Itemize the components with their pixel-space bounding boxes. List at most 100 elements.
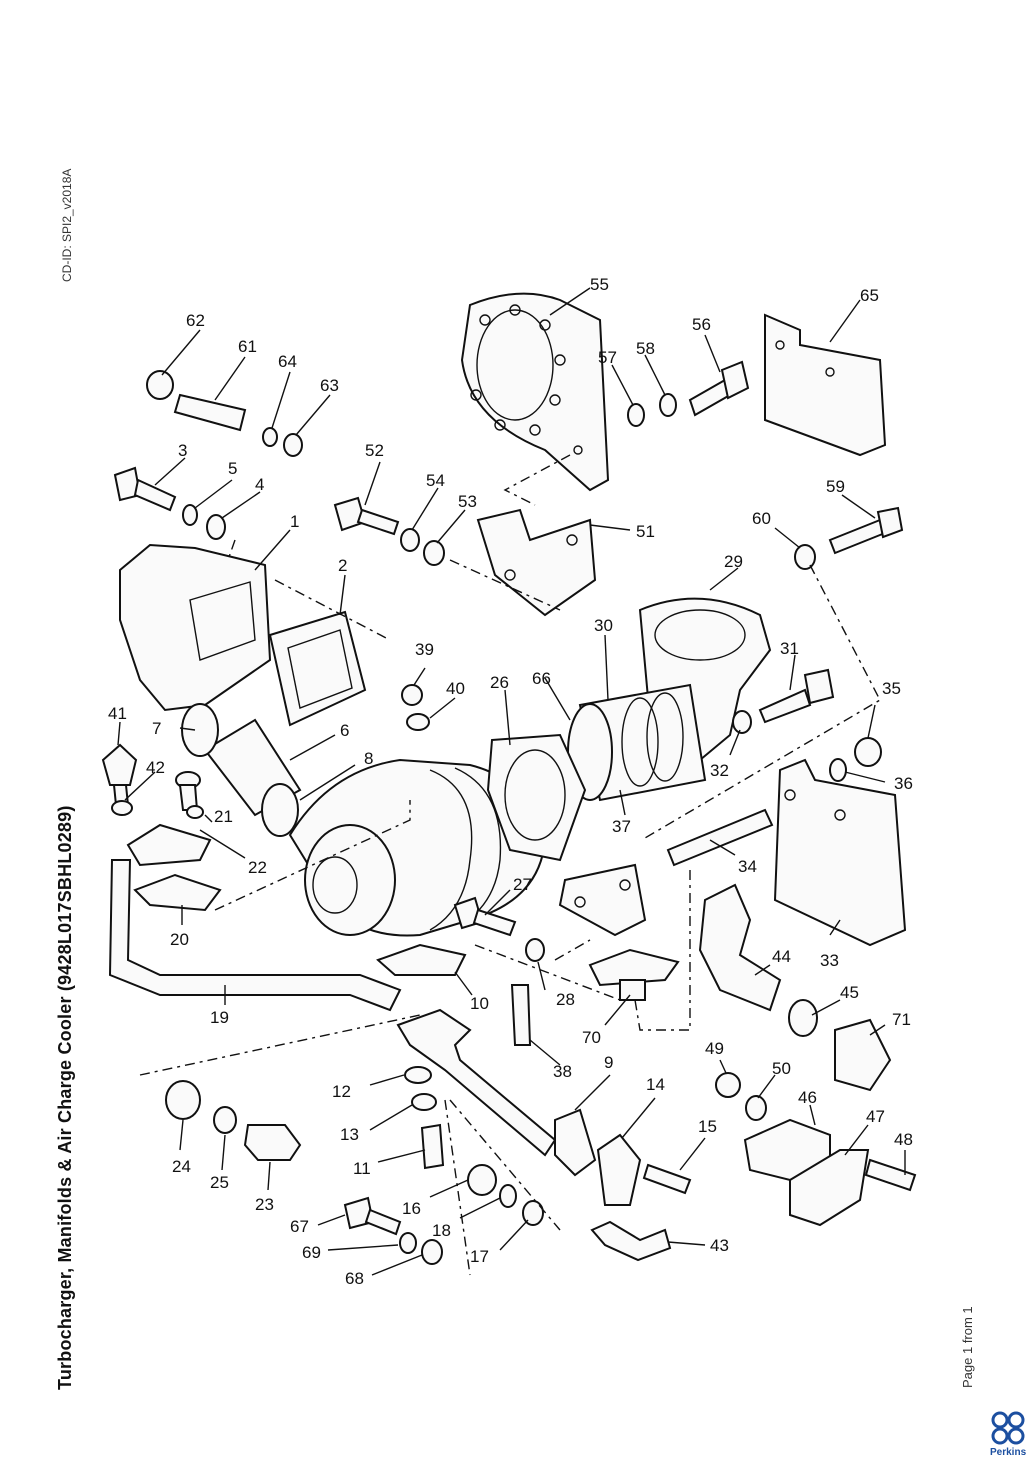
washer-53 [423, 540, 445, 566]
callout-60: 60 [752, 509, 771, 528]
hose-43 [590, 1220, 672, 1262]
gasket-10 [376, 943, 467, 976]
nut-49 [715, 1072, 741, 1098]
stud-61 [173, 393, 247, 432]
bolt-67 [343, 1196, 402, 1236]
callout-8: 8 [364, 749, 373, 768]
callout-28: 28 [556, 990, 575, 1009]
flange-9 [554, 1108, 597, 1177]
callout-48: 48 [894, 1130, 913, 1149]
adaptor-23 [243, 1124, 302, 1161]
callout-34: 34 [738, 857, 757, 876]
perkins-logo-icon [991, 1411, 1025, 1445]
hose-44 [698, 883, 782, 1012]
stud-38 [510, 984, 532, 1046]
stud-48 [864, 1158, 917, 1192]
stud-34 [666, 808, 774, 867]
flange-70 [588, 948, 680, 1001]
washer-42 [111, 800, 133, 816]
callout-22: 22 [248, 858, 267, 877]
washer-69 [399, 1232, 417, 1254]
support-bracket [558, 863, 647, 937]
bolt-52 [333, 496, 400, 536]
callout-62: 62 [186, 311, 205, 330]
callout-labels: 1 2 3 4 5 6 7 8 9 10 11 12 13 14 15 16 1… [108, 275, 913, 1288]
callout-52: 52 [365, 441, 384, 460]
callout-27: 27 [513, 875, 532, 894]
clip-45 [788, 999, 818, 1037]
callout-47: 47 [866, 1107, 885, 1126]
washer-64 [262, 427, 278, 447]
callout-10: 10 [470, 994, 489, 1013]
plate-71 [834, 1018, 892, 1092]
callout-69: 69 [302, 1243, 321, 1262]
callout-4: 4 [255, 475, 264, 494]
callout-56: 56 [692, 315, 711, 334]
callout-24: 24 [172, 1157, 191, 1176]
bolt-3 [113, 466, 177, 512]
callout-40: 40 [446, 679, 465, 698]
callout-21: 21 [214, 807, 233, 826]
callout-54: 54 [426, 471, 445, 490]
page-indicator: Page 1 from 1 [960, 1306, 975, 1388]
callout-13: 13 [340, 1125, 359, 1144]
clip-7 [181, 703, 219, 757]
washer-57 [627, 403, 645, 427]
washer-40 [406, 713, 430, 731]
washer-28 [525, 938, 545, 962]
heat-shield-33 [773, 758, 907, 947]
callout-5: 5 [228, 459, 237, 478]
washer-13 [411, 1093, 437, 1111]
callout-32: 32 [710, 761, 729, 780]
callout-25: 25 [210, 1173, 229, 1192]
cover-plate-65 [764, 313, 887, 457]
bolt-31 [758, 668, 835, 724]
washer-12 [404, 1066, 432, 1084]
nut-35 [854, 737, 882, 767]
washer-22 [186, 805, 204, 819]
bracket-51 [476, 508, 597, 617]
callout-39: 39 [415, 640, 434, 659]
gasket-20 [133, 873, 222, 912]
bolt-27 [453, 896, 517, 937]
bolt-41 [101, 743, 138, 806]
brand-name: Perkins [990, 1447, 1027, 1458]
callout-57: 57 [598, 348, 617, 367]
callout-29: 29 [724, 552, 743, 571]
clip-8 [261, 783, 299, 837]
callout-20: 20 [170, 930, 189, 949]
callout-30: 30 [594, 616, 613, 635]
callout-66: 66 [532, 669, 551, 688]
flange-plate-55 [460, 292, 610, 492]
exhaust-manifold-1 [119, 543, 272, 712]
callout-18: 18 [432, 1221, 451, 1240]
callout-23: 23 [255, 1195, 274, 1214]
callout-55: 55 [590, 275, 609, 294]
callout-3: 3 [178, 441, 187, 460]
assembly-dash-lines [139, 454, 881, 1276]
callout-50: 50 [772, 1059, 791, 1078]
callout-9: 9 [604, 1053, 613, 1072]
callout-63: 63 [320, 376, 339, 395]
stud-15 [642, 1163, 692, 1195]
callout-17: 17 [470, 1247, 489, 1266]
callout-16: 16 [402, 1199, 421, 1218]
callout-43: 43 [710, 1236, 729, 1255]
gasket-47 [789, 1149, 870, 1227]
turbocharger [288, 758, 547, 937]
washer-5 [182, 504, 198, 526]
washer-18 [499, 1184, 517, 1208]
callout-7: 7 [152, 719, 161, 738]
callout-1: 1 [290, 512, 299, 531]
callout-6: 6 [340, 721, 349, 740]
callout-37: 37 [612, 817, 631, 836]
washer-63 [283, 433, 303, 457]
callout-46: 46 [798, 1088, 817, 1107]
callout-41: 41 [108, 704, 127, 723]
callout-44: 44 [772, 947, 791, 966]
washer-58 [659, 393, 677, 417]
callout-26: 26 [490, 673, 509, 692]
callout-11: 11 [353, 1159, 371, 1178]
callout-12: 12 [332, 1082, 351, 1101]
drain-flange [126, 823, 212, 867]
